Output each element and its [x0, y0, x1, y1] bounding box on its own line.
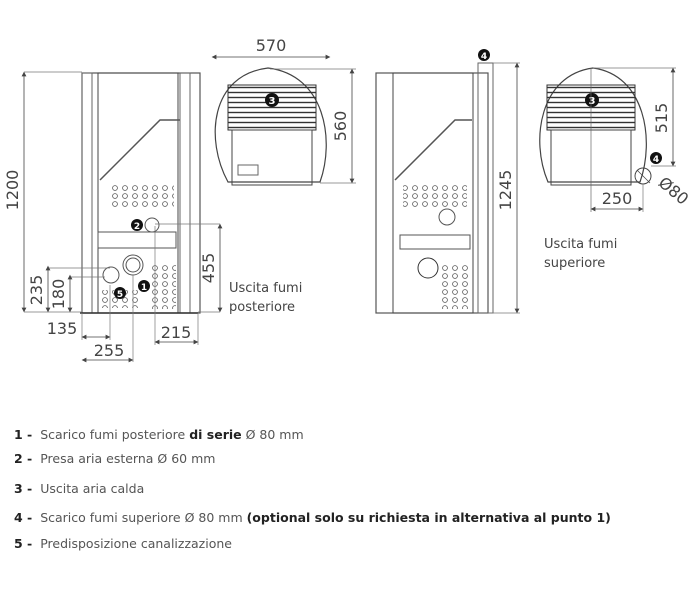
rear-view: 2 1 5 1200 235 180 455 135 255 215: [3, 71, 223, 363]
caption-line: Uscita fumi: [544, 237, 618, 252]
legend-item-2: 2 - Presa aria esterna Ø 60 mm: [14, 451, 216, 466]
top-view-rear: 3 570 560: [211, 36, 356, 186]
svg-text:255: 255: [94, 341, 125, 360]
legend-item-4: 4 - Scarico fumi superiore Ø 80 mm (opti…: [14, 510, 611, 525]
caption-line: posteriore: [229, 300, 296, 315]
technical-drawing: 2 1 5 1200 235 180 455 135 255 215: [3, 36, 692, 363]
svg-text:1: 1: [141, 283, 147, 293]
caption-rear-outlet: Uscita fumi posteriore: [229, 279, 302, 317]
svg-text:250: 250: [602, 189, 633, 208]
legend-item-1: 1 - Scarico fumi posteriore di serie Ø 8…: [14, 427, 304, 442]
svg-text:515: 515: [652, 103, 671, 134]
marker-2-icon: [131, 219, 143, 231]
svg-text:2: 2: [134, 222, 140, 232]
side-view: 4 1245: [375, 49, 520, 314]
svg-text:Ø80: Ø80: [655, 173, 692, 209]
svg-text:3: 3: [269, 96, 276, 107]
svg-text:4: 4: [481, 52, 487, 62]
svg-text:455: 455: [199, 253, 218, 284]
svg-text:560: 560: [331, 111, 350, 142]
caption-upper-outlet: Uscita fumi superiore: [544, 235, 617, 273]
top-view-upper: 3 4 515 250 Ø80: [539, 67, 692, 212]
svg-text:180: 180: [49, 279, 68, 310]
svg-text:1245: 1245: [496, 170, 515, 211]
svg-text:1200: 1200: [3, 170, 22, 211]
svg-text:215: 215: [161, 323, 192, 342]
caption-line: superiore: [544, 256, 606, 271]
svg-text:5: 5: [117, 290, 123, 300]
svg-text:135: 135: [47, 319, 78, 338]
svg-text:570: 570: [256, 36, 287, 55]
caption-line: Uscita fumi: [229, 281, 303, 296]
legend-item-5: 5 - Predisposizione canalizzazione: [14, 536, 232, 551]
legend-item-3: 3 - Uscita aria calda: [14, 481, 145, 496]
svg-text:235: 235: [27, 275, 46, 306]
svg-text:4: 4: [653, 155, 659, 165]
svg-text:3: 3: [589, 96, 596, 107]
